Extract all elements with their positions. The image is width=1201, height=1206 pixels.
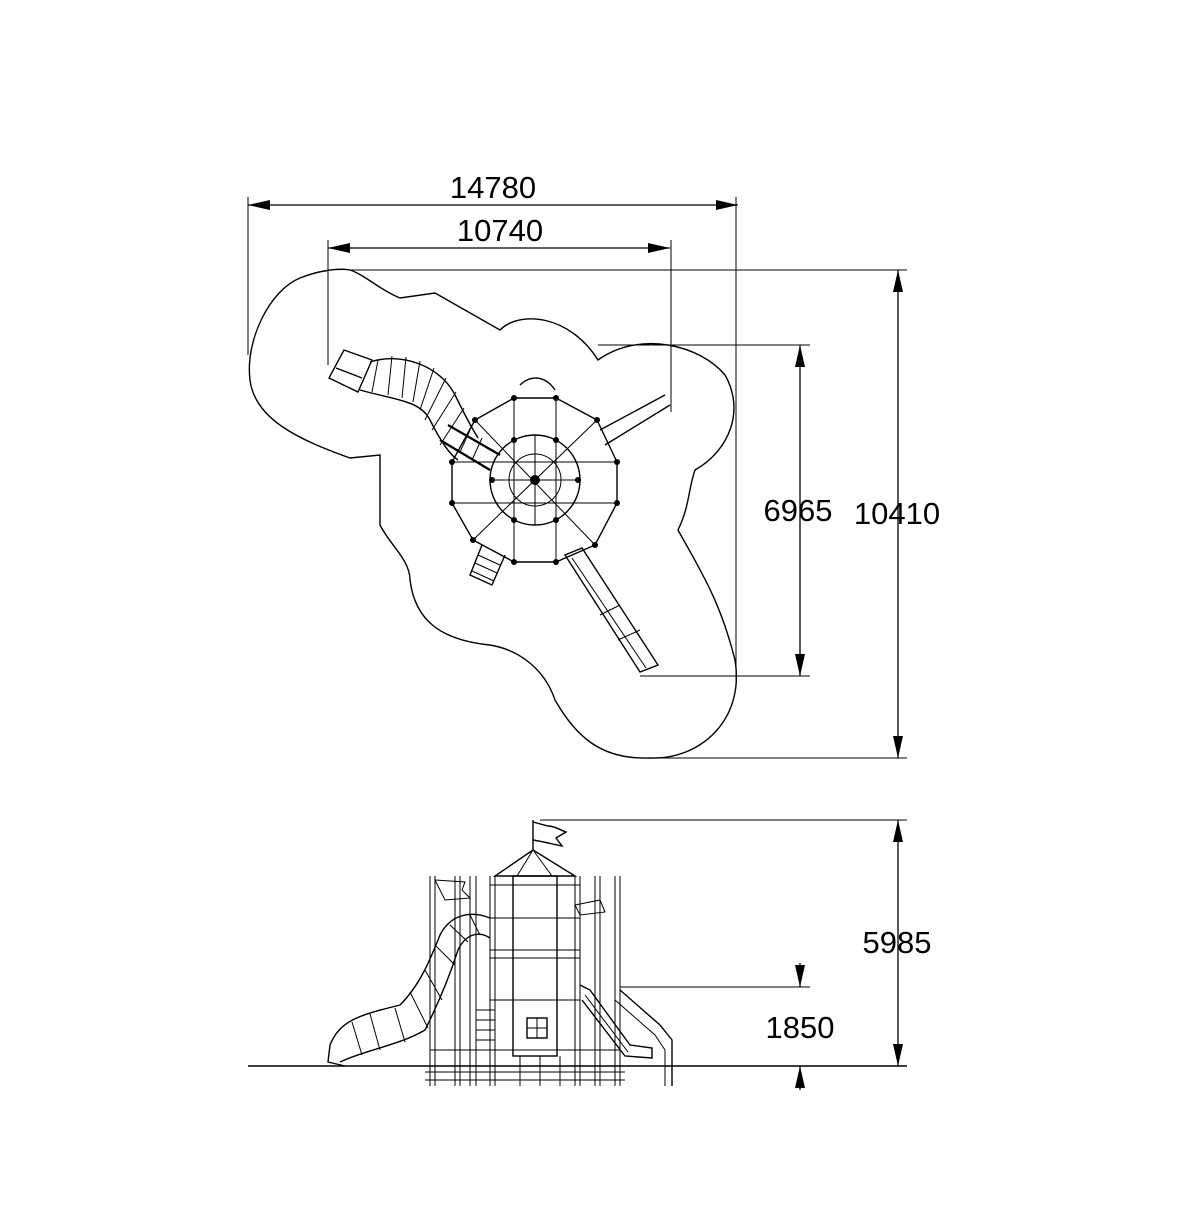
straight-slide xyxy=(563,547,660,673)
access-steps xyxy=(469,544,506,586)
tube-slide-elevation xyxy=(327,913,491,1067)
ladder-elevation xyxy=(476,1009,495,1051)
tube-slide xyxy=(328,349,501,471)
dim-overall-depth: 10410 xyxy=(854,496,940,531)
dim-total-height: 5985 xyxy=(863,925,932,960)
elevation-dimensions xyxy=(540,819,907,1090)
safety-zone-outline xyxy=(248,268,738,759)
dim-equipment-depth: 6965 xyxy=(764,493,833,528)
octagon-tower xyxy=(449,377,620,565)
plan-dimensions xyxy=(247,197,907,759)
dim-overall-width: 14780 xyxy=(450,170,536,205)
straight-slide-elevation xyxy=(579,984,673,1086)
tower-elevation xyxy=(425,875,625,1086)
dim-platform-height: 1850 xyxy=(766,1010,835,1045)
bridge-rail xyxy=(599,394,671,446)
dim-equipment-width: 10740 xyxy=(457,213,543,248)
tower-flag xyxy=(532,820,568,850)
plan-view: 14780 10740 6965 10410 xyxy=(247,170,940,759)
elevation-view: 5985 1850 xyxy=(248,819,932,1090)
